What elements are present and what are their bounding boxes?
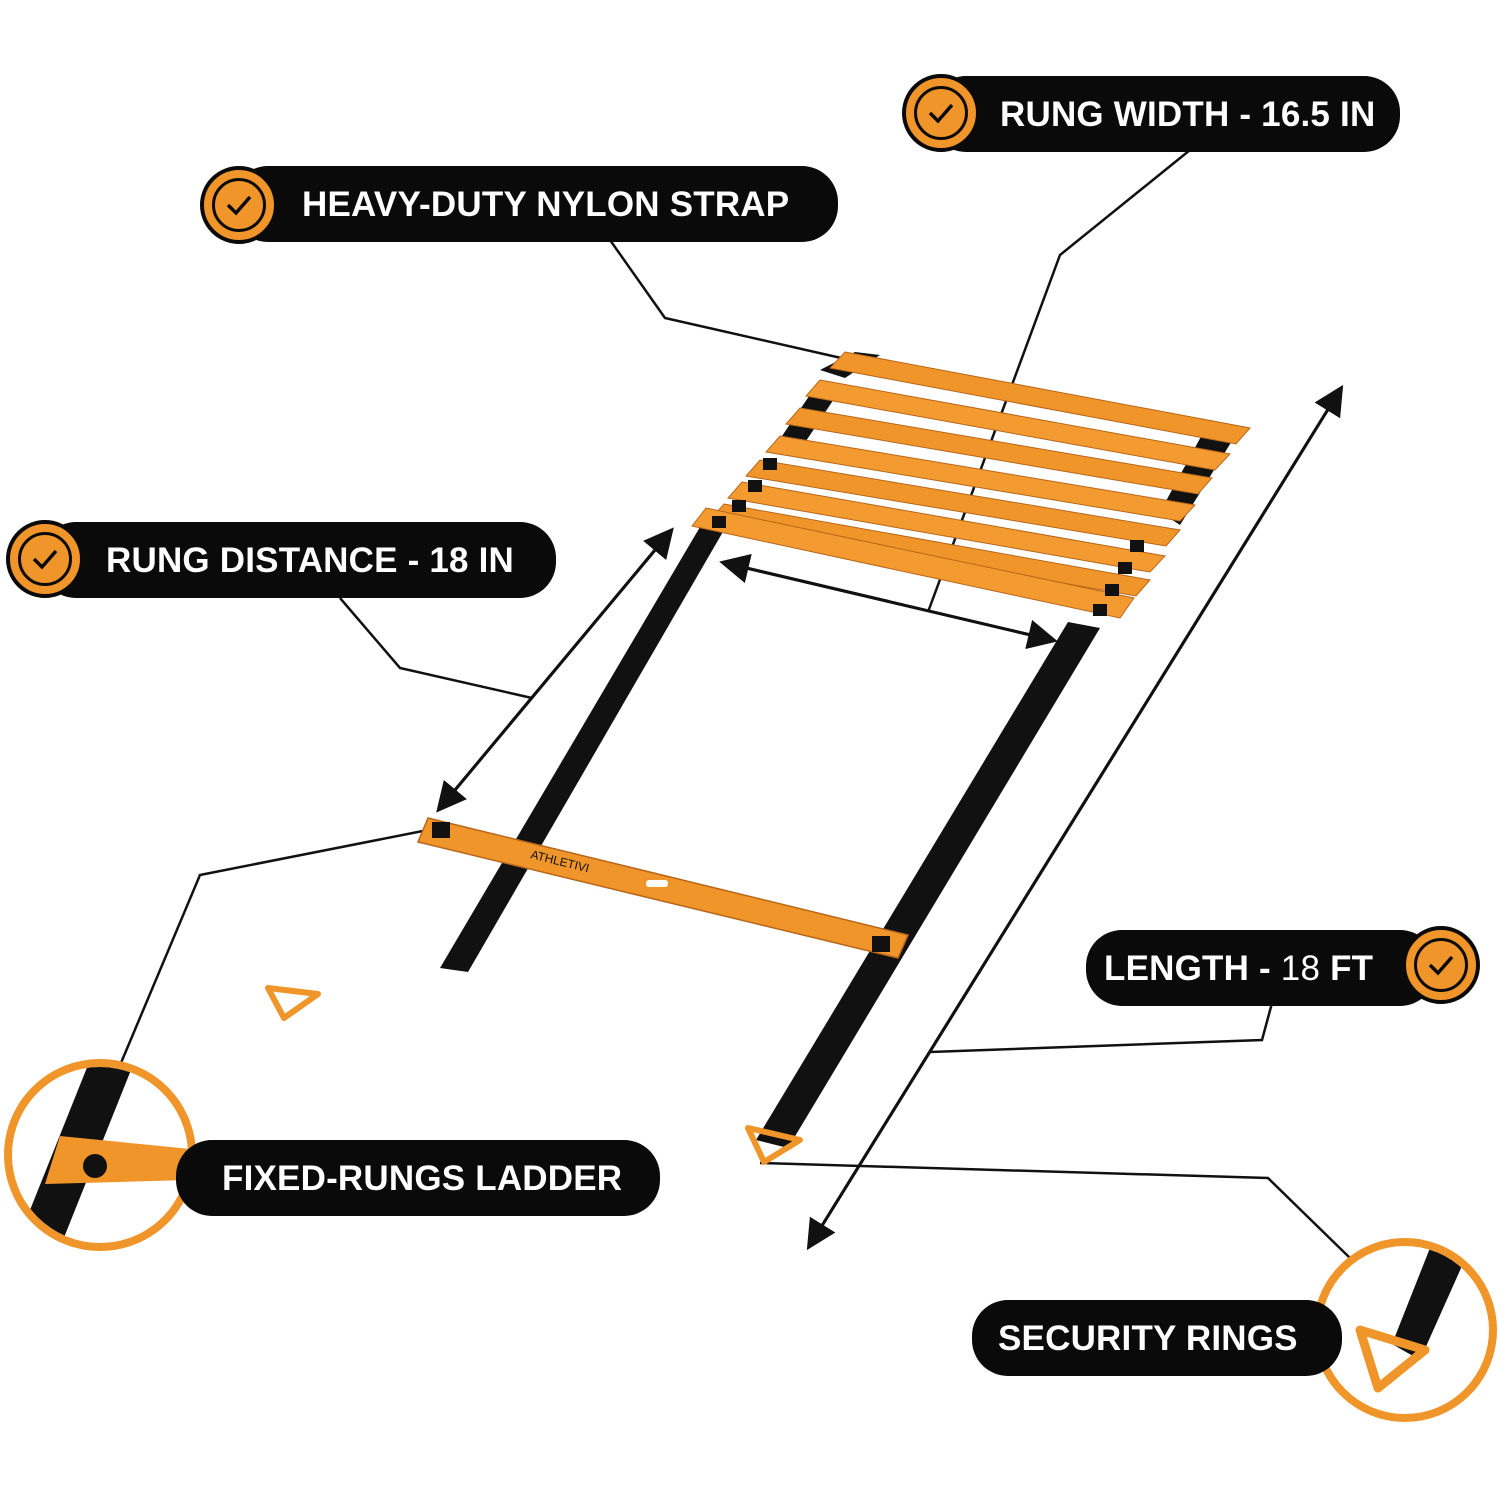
check-badge-icon <box>200 166 278 244</box>
fixed-rungs-label: FIXED-RUNGS LADDER <box>222 1158 623 1198</box>
check-badge-icon <box>6 520 84 598</box>
check-badge-icon <box>902 74 980 152</box>
rung-width-label: RUNG WIDTH - 16.5 IN <box>1000 94 1376 134</box>
nylon-strap-label: HEAVY-DUTY NYLON STRAP <box>302 184 790 224</box>
stacked-rungs <box>691 351 1251 619</box>
nylon-strap-callout: HEAVY-DUTY NYLON STRAP <box>232 166 838 242</box>
length-unit: FT <box>1320 948 1374 988</box>
length-label: LENGTH - 18 FT <box>1104 951 1373 986</box>
single-rung <box>416 817 910 959</box>
rung-distance-label: RUNG DISTANCE - 18 IN <box>106 540 515 580</box>
check-badge-icon <box>1402 926 1480 1004</box>
rung-distance-callout: RUNG DISTANCE - 18 IN <box>40 522 556 598</box>
length-callout: LENGTH - 18 FT <box>1086 930 1436 1006</box>
length-number: 18 <box>1280 948 1321 988</box>
length-prefix: LENGTH - <box>1104 948 1281 988</box>
security-ring-hooks <box>265 985 803 1165</box>
leader-lines <box>116 149 1351 1259</box>
security-rings-label: SECURITY RINGS <box>998 1318 1298 1358</box>
security-ring-detail <box>1313 1238 1497 1422</box>
fixed-rungs-callout: FIXED-RUNGS LADDER <box>176 1140 660 1216</box>
security-rings-callout: SECURITY RINGS <box>972 1300 1342 1376</box>
dimension-arrows <box>436 384 1344 1251</box>
fixed-rung-detail <box>4 1059 196 1251</box>
rung-width-callout: RUNG WIDTH - 16.5 IN <box>930 76 1400 152</box>
